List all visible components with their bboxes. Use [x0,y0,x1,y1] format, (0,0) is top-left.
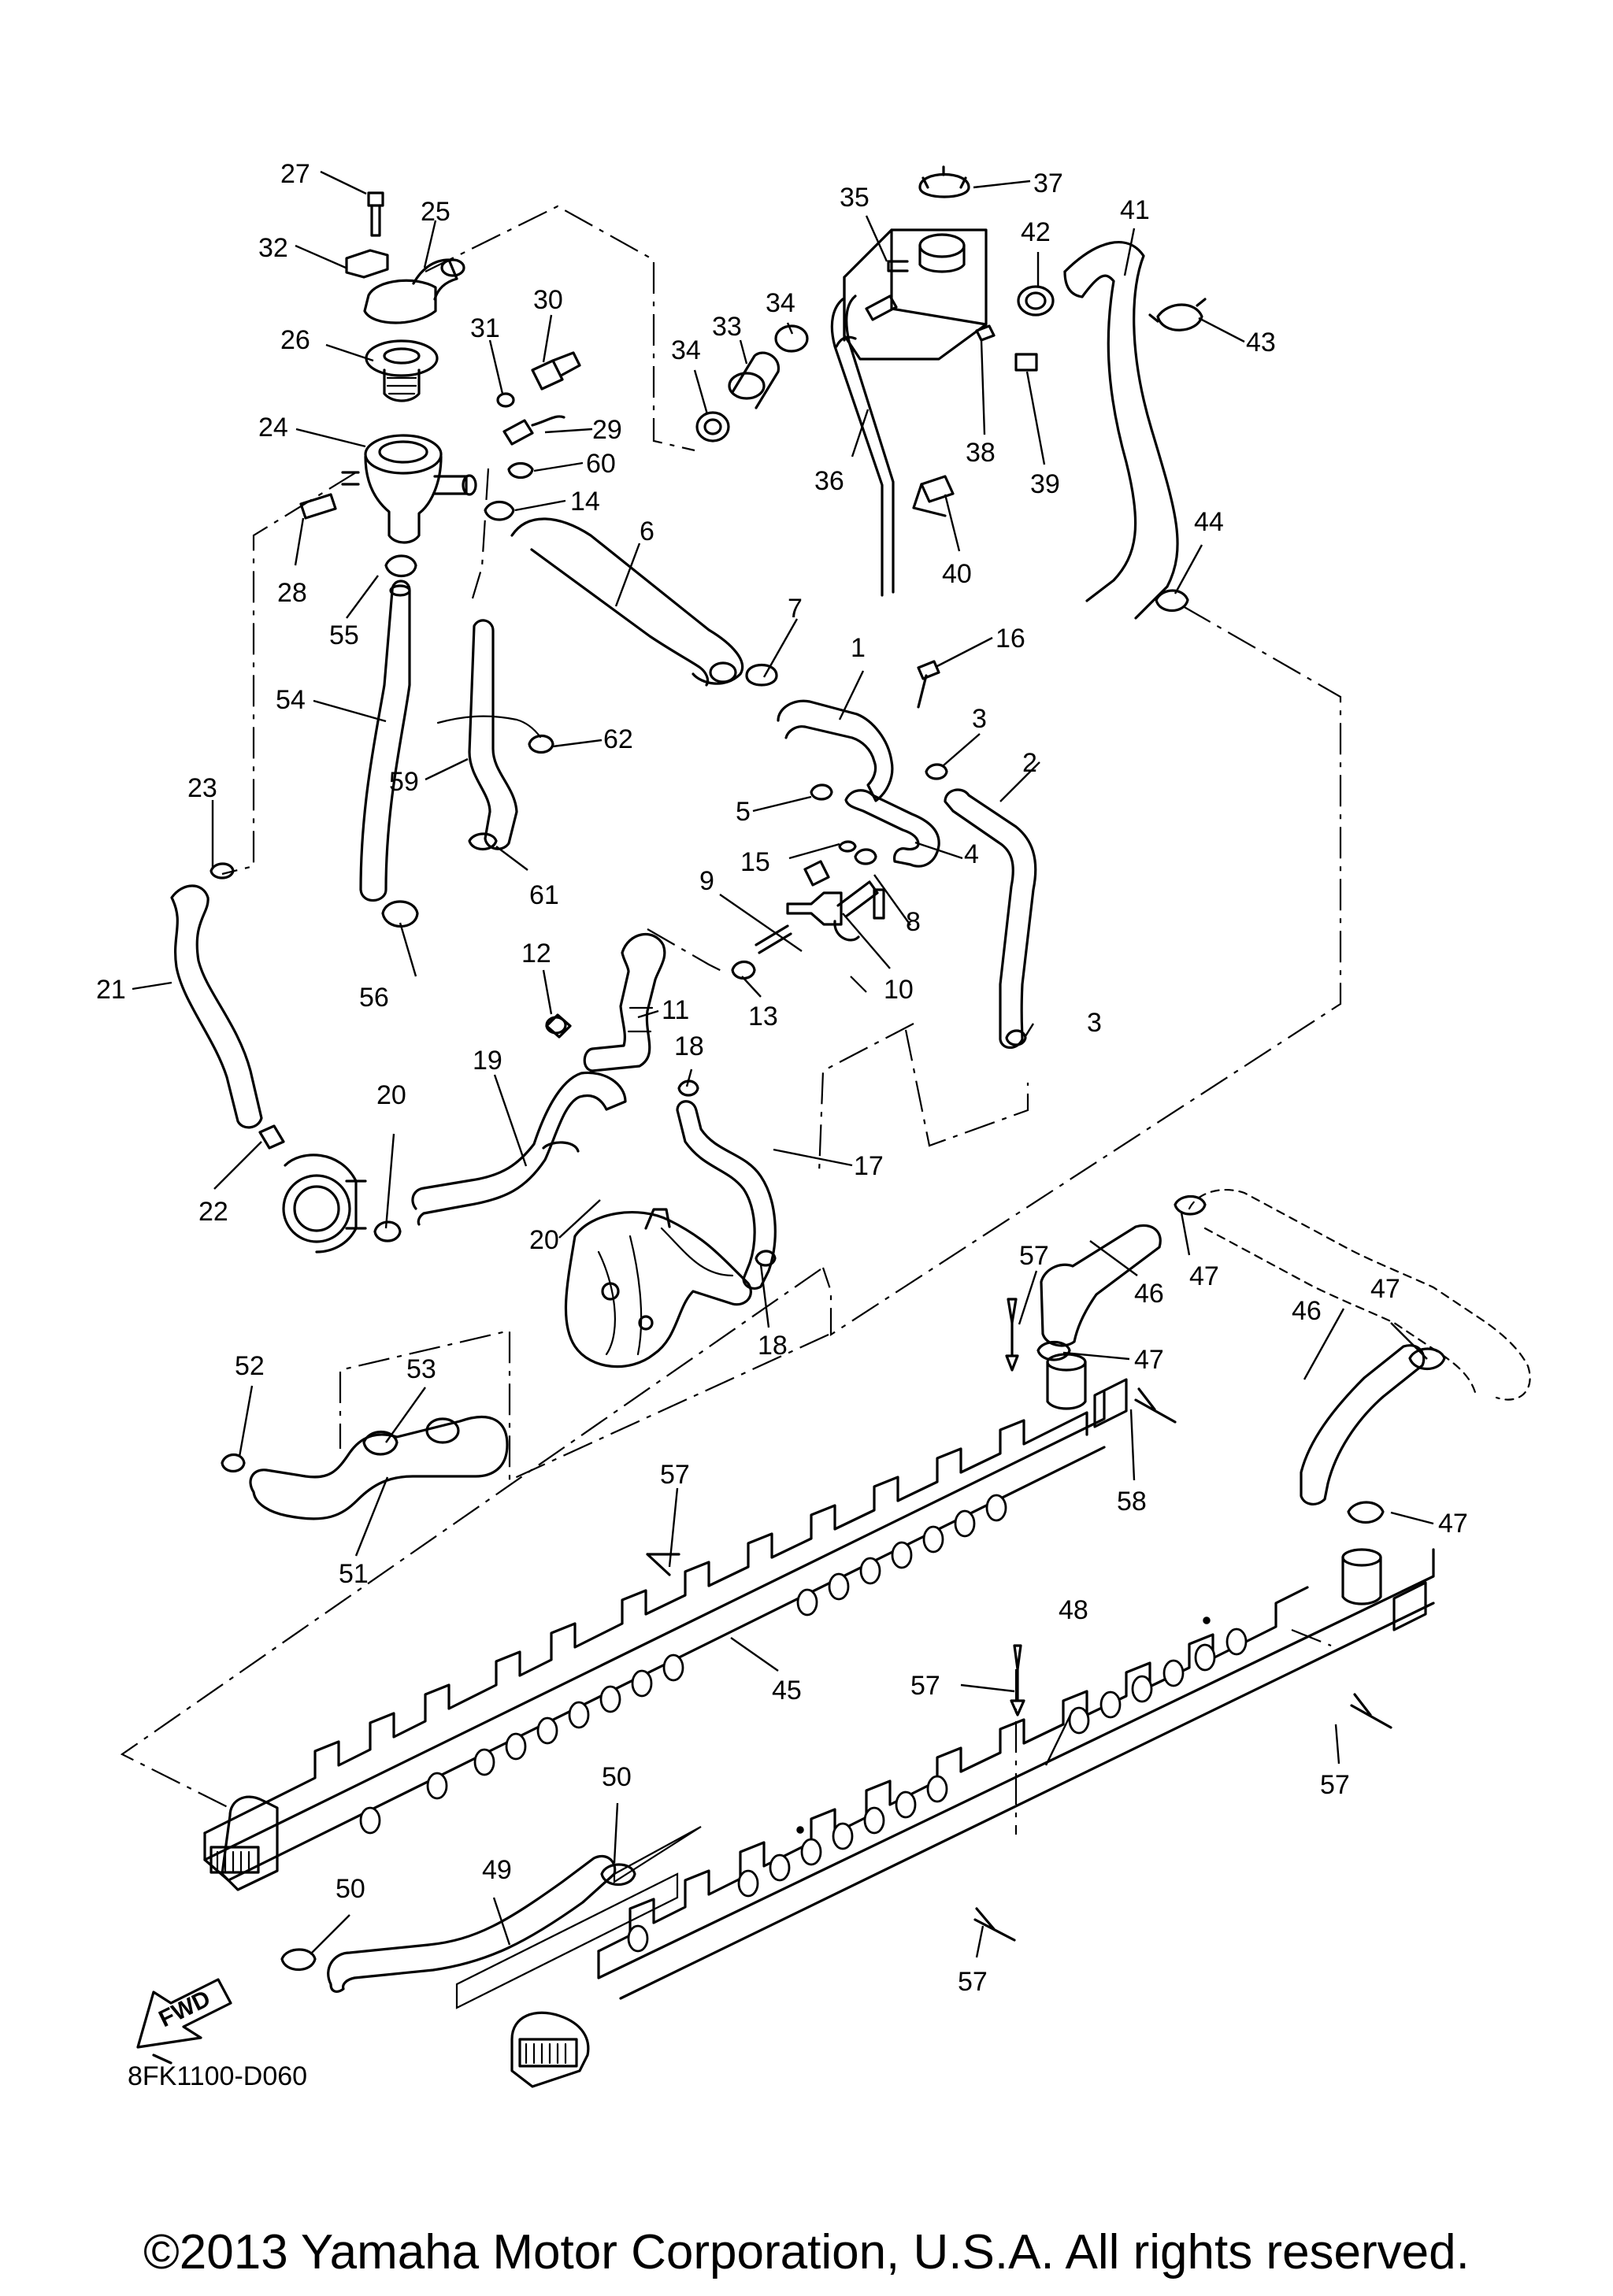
callout-18-upper: 18 [674,1031,704,1061]
callout-41: 41 [1120,195,1150,225]
callout-51: 51 [339,1559,369,1589]
callout-39: 39 [1030,469,1060,499]
rivets [646,1298,1392,1942]
callout-3-upper: 3 [972,704,987,734]
callout-28: 28 [277,578,307,608]
callout-20-left: 20 [376,1080,406,1110]
callout-20-right: 20 [529,1225,559,1255]
callout-34-left: 34 [671,335,701,365]
callout-57-top: 57 [1019,1241,1049,1271]
callout-1: 1 [851,633,866,663]
callout-22: 22 [198,1197,228,1227]
callout-57-left: 57 [660,1460,690,1490]
callout-46-upper: 46 [1134,1279,1164,1309]
callout-60: 60 [586,449,616,479]
callout-14: 14 [570,487,600,517]
callout-24: 24 [258,413,288,443]
callout-47-lower: 47 [1438,1509,1468,1539]
callout-62: 62 [603,724,633,754]
diagram-code: 8FK1100-D060 [128,2061,308,2091]
callout-34-right: 34 [766,288,795,318]
callout-7: 7 [788,594,803,624]
callout-58: 58 [1117,1487,1147,1516]
copyright-notice: ©2013 Yamaha Motor Corporation, U.S.A. A… [143,2225,1470,2279]
leader-lines [132,170,1434,1958]
callout-48: 48 [1059,1595,1088,1625]
callout-18-lower: 18 [758,1331,788,1361]
callout-6: 6 [640,517,654,546]
callout-46-right: 46 [1292,1296,1322,1326]
callout-4: 4 [964,839,979,869]
connection-lines [120,205,1342,1835]
callout-57-right: 57 [1320,1770,1350,1800]
callout-9: 9 [699,866,714,896]
callout-43: 43 [1246,328,1276,357]
callout-38: 38 [966,438,996,468]
callout-33: 33 [712,312,742,342]
callout-47-upper: 47 [1189,1261,1219,1291]
callout-2: 2 [1022,748,1037,778]
callout-10: 10 [884,975,914,1005]
callout-54: 54 [276,685,306,715]
right-hoses [1036,1189,1531,1524]
callout-45: 45 [772,1676,802,1705]
heat-exchangers [203,1353,1435,2088]
callout-49: 49 [482,1855,512,1885]
callout-19: 19 [473,1046,502,1076]
callout-59: 59 [389,767,419,797]
middle-hoses [170,517,1037,1520]
callout-40: 40 [942,559,972,589]
callout-53: 53 [406,1354,436,1384]
callout-37: 37 [1033,168,1063,198]
callout-47-right: 47 [1370,1274,1400,1304]
callout-21: 21 [96,975,126,1005]
callout-26: 26 [280,325,310,355]
callout-5: 5 [736,797,751,827]
callout-42: 42 [1021,217,1051,247]
callout-15: 15 [740,847,770,877]
thermostat-assembly [299,191,581,544]
callout-30: 30 [533,285,563,315]
callout-8: 8 [906,907,921,937]
callout-55: 55 [329,620,359,650]
rail-48-holes [627,1628,1248,1953]
callout-3-lower: 3 [1087,1008,1102,1038]
callout-25: 25 [421,197,451,227]
reservoir-assembly [695,165,1207,620]
callout-29: 29 [592,415,622,445]
callout-35: 35 [840,183,870,213]
callout-23: 23 [187,773,217,803]
callout-56: 56 [359,983,389,1013]
callout-52: 52 [235,1351,265,1381]
callout-44: 44 [1194,507,1224,537]
callout-11: 11 [662,995,689,1025]
callout-13: 13 [748,1002,778,1031]
callout-57-bottom: 57 [958,1967,988,1997]
callout-36: 36 [814,466,844,496]
callout-12: 12 [521,939,551,968]
callout-31: 31 [470,313,500,343]
callout-47-mid: 47 [1134,1345,1164,1375]
callout-50-right: 50 [602,1762,632,1792]
callout-50-left: 50 [336,1874,365,1904]
callout-27: 27 [280,159,310,189]
callout-32: 32 [258,233,288,263]
rail-45-holes [359,1494,1007,1835]
callout-57-mid: 57 [910,1671,940,1701]
callout-61: 61 [529,880,559,910]
fwd-arrow-icon: FWD [136,1978,232,2065]
callout-17: 17 [854,1151,884,1181]
callout-16: 16 [996,624,1025,654]
callout-labels: 27 25 32 26 31 30 24 29 60 14 28 55 54 6… [96,159,1468,1997]
